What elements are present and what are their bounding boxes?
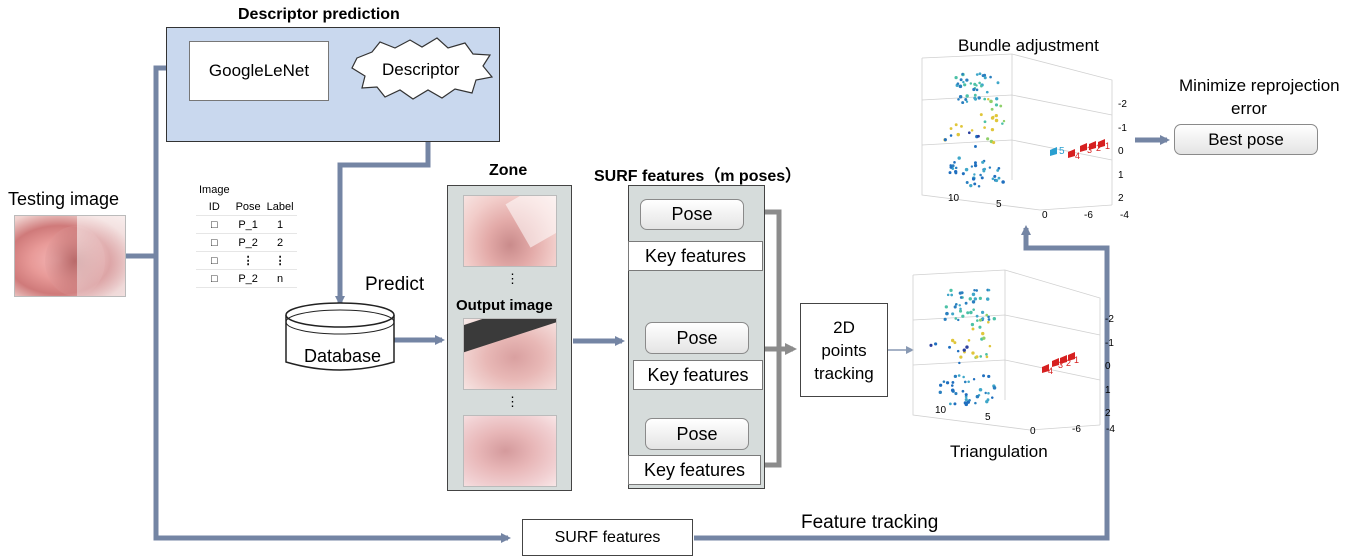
table-header-label: Label <box>263 198 297 216</box>
descriptor-label: Descriptor <box>382 60 460 79</box>
bundle-x-tick-m4: -4 <box>1120 210 1129 221</box>
bundle-x-tick-10: 10 <box>948 193 960 204</box>
bracket-poses <box>765 209 782 468</box>
tracking-2d-line1: 2D <box>833 317 855 337</box>
bundle-cam-label-3: 3 <box>1087 145 1093 155</box>
bundle-cam-label-2: 2 <box>1096 143 1102 153</box>
triangulation-z-ticks: -2 -1 0 1 2 <box>1105 314 1114 419</box>
googlelenet-label: GoogleLeNet <box>208 61 310 80</box>
predict-label: Predict <box>365 274 425 295</box>
pose-button-1[interactable]: Pose <box>640 199 744 230</box>
testing-image-photo <box>14 215 126 297</box>
key-features-box-2: Key features <box>633 360 763 390</box>
surf-features-box: SURF features <box>522 519 693 556</box>
table-row: □⋮⋮ <box>196 251 297 270</box>
triangulation-title: Triangulation <box>950 442 1048 461</box>
bundle-x-tick-5: 5 <box>996 199 1002 210</box>
surf-group-title: SURF features（m poses） <box>594 168 802 185</box>
zone-title: Zone <box>489 162 528 179</box>
bundle-cam-label-5: 5 <box>1059 146 1065 157</box>
googlelenet-box: GoogleLeNet <box>189 41 329 101</box>
tracking-2d-line3: tracking <box>814 363 874 383</box>
best-pose-button[interactable]: Best pose <box>1174 124 1318 155</box>
database-label: Database <box>304 346 382 366</box>
tracking-2d-line2: points <box>821 340 867 360</box>
pose-button-2[interactable]: Pose <box>645 322 749 354</box>
arrow-trunk-to-surf <box>153 256 511 543</box>
bundle-cam-label-1: 1 <box>1105 141 1111 151</box>
tri-x-tick-10: 10 <box>935 405 947 416</box>
minimize-line2: error <box>1231 99 1267 118</box>
testing-image-label: Testing image <box>8 189 120 209</box>
tri-x-tick-0: 0 <box>1030 426 1036 437</box>
tri-x-tick-5: 5 <box>985 412 991 423</box>
minimize-line1: Minimize reprojection <box>1179 76 1340 95</box>
table-header-id: ID <box>196 198 233 216</box>
zone-image-1 <box>463 195 557 267</box>
pose-button-3[interactable]: Pose <box>645 418 749 450</box>
surf-features-label: SURF features <box>554 528 661 546</box>
zone-image-2 <box>463 318 557 390</box>
tri-cam-label-3: 3 <box>1058 360 1064 370</box>
tri-cam-label-4: 4 <box>1048 366 1054 376</box>
zone-dots-2: ⋮ <box>506 394 519 409</box>
output-image-label: Output image <box>456 297 553 314</box>
bundle-x-tick-m6: -6 <box>1084 210 1093 221</box>
zone-image-3 <box>463 415 557 487</box>
key-features-box-3: Key features <box>628 455 761 485</box>
tri-cam-label-1: 1 <box>1074 355 1080 365</box>
table-header-pose: Pose <box>232 198 264 216</box>
arrow-feature-tracking <box>694 225 1110 541</box>
tri-x-tick-m4: -4 <box>1106 424 1115 435</box>
key-features-box-1: Key features <box>628 241 763 271</box>
bundle-x-tick-0: 0 <box>1042 210 1048 221</box>
descriptor-prediction-title: Descriptor prediction <box>238 6 400 23</box>
bundle-title: Bundle adjustment <box>958 36 1099 55</box>
zone-dots-1: ⋮ <box>506 271 519 286</box>
tracking-2d-box: 2D points tracking <box>800 303 888 397</box>
tri-x-tick-m6: -6 <box>1072 424 1081 435</box>
feature-tracking-label: Feature tracking <box>801 512 939 533</box>
testing-image-highlight <box>77 216 125 296</box>
bundle-z-ticks: -2 -1 0 1 2 <box>1118 99 1127 204</box>
bundle-cam-label-4: 4 <box>1075 151 1081 161</box>
table-header-image: Image <box>199 183 230 196</box>
tri-cam-label-2: 2 <box>1066 358 1072 368</box>
